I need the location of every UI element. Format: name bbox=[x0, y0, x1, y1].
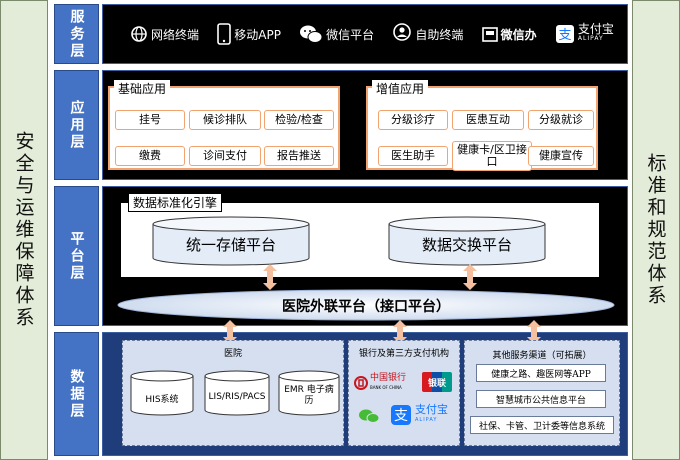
layer-label-platform: 平台层 bbox=[54, 186, 99, 326]
lis-ris-pacs-label: LIS/RIS/PACS bbox=[208, 392, 266, 402]
app-item-tiered-care[interactable]: 分级诊疗 bbox=[378, 110, 448, 130]
hospital-title: 医院 bbox=[223, 349, 242, 359]
double-arrow-icon bbox=[527, 320, 541, 344]
other-channel-app: 健康之路、趣医网等APP bbox=[476, 364, 606, 382]
app-item-register[interactable]: 挂号 bbox=[115, 110, 185, 130]
service-item-network[interactable]: 网络终端 bbox=[130, 25, 199, 43]
app-item-doctor-patient[interactable]: 医患互动 bbox=[452, 110, 524, 130]
service-item-wechat[interactable]: 微信平台 bbox=[299, 24, 374, 44]
double-arrow-icon bbox=[263, 264, 277, 290]
lis-cylinder bbox=[204, 370, 270, 416]
unionpay-logo: 银联 bbox=[422, 372, 452, 392]
bank-box bbox=[348, 340, 460, 446]
boc-logo: 中国银行 BANK OF CHINA bbox=[354, 374, 406, 392]
double-arrow-icon bbox=[463, 264, 477, 290]
phone-icon bbox=[217, 23, 232, 45]
service-item-kiosk[interactable]: 自助终端 bbox=[392, 23, 463, 45]
other-channel-social: 社保、卡管、卫计委等信息系统 bbox=[470, 416, 614, 434]
left-side-panel: 安全与运维保障体系 bbox=[0, 0, 48, 460]
app-item-doctor-assistant[interactable]: 医生助手 bbox=[378, 146, 448, 166]
app-item-health-promo[interactable]: 健康宣传 bbox=[528, 146, 594, 166]
govt-icon bbox=[481, 27, 498, 42]
service-item-gov[interactable]: 微信办 bbox=[481, 25, 537, 43]
service-item-app[interactable]: 移动APP bbox=[217, 23, 281, 45]
engine-title: 数据标准化引擎 bbox=[128, 193, 223, 212]
app-item-tiered-visit[interactable]: 分级就诊 bbox=[528, 110, 594, 130]
his-cylinder bbox=[130, 370, 194, 416]
alipay-icon: 支 bbox=[555, 25, 574, 43]
storage-cylinder bbox=[152, 216, 310, 266]
double-arrow-icon bbox=[223, 320, 237, 344]
globe-icon bbox=[131, 26, 147, 42]
value-apps-title: 增值应用 bbox=[372, 80, 429, 97]
layer-label-data: 数据层 bbox=[54, 332, 99, 456]
interface-platform-label: 医院外联平台（接口平台） bbox=[282, 299, 450, 315]
exchange-cylinder bbox=[388, 216, 546, 266]
right-side-panel: 标准和规范体系 bbox=[632, 0, 680, 460]
alipay-icon: 支 bbox=[391, 405, 411, 425]
app-item-inspection[interactable]: 检验/检查 bbox=[264, 110, 334, 130]
storage-platform-label: 统一存储平台 bbox=[185, 236, 276, 254]
layer-label-application: 应用层 bbox=[54, 70, 99, 180]
app-item-queue[interactable]: 候诊排队 bbox=[189, 110, 261, 130]
svg-text:支: 支 bbox=[558, 28, 571, 43]
user-terminal-icon bbox=[393, 23, 412, 41]
double-arrow-icon bbox=[393, 320, 407, 344]
layer-label-service: 服务层 bbox=[54, 4, 99, 64]
other-channels-title: 其他服务渠道（可拓展） bbox=[492, 351, 592, 361]
service-items: 网络终端 移动APP 微信平台 自助终端 微信办 支 支付宝 ALIPAY bbox=[122, 12, 622, 56]
emr-cylinder bbox=[278, 370, 340, 416]
service-layer-band bbox=[102, 4, 628, 64]
security-ops-label: 安全与运维保障体系 bbox=[12, 131, 35, 329]
emr-label: EMR 电子病历 bbox=[284, 385, 334, 406]
wechat-icon bbox=[300, 25, 323, 43]
other-channel-smart-city: 智慧城市公共信息平台 bbox=[476, 390, 606, 408]
app-item-report-push[interactable]: 报告推送 bbox=[264, 146, 334, 166]
app-item-clinic-pay[interactable]: 诊间支付 bbox=[189, 146, 261, 166]
service-item-alipay[interactable]: 支 支付宝 ALIPAY bbox=[555, 23, 614, 44]
basic-apps-title: 基础应用 bbox=[114, 80, 171, 97]
app-item-health-card[interactable]: 健康卡/区卫接口 bbox=[452, 141, 532, 171]
bank-title: 银行及第三方支付机构 bbox=[358, 349, 449, 359]
boc-icon bbox=[354, 376, 368, 390]
exchange-platform-label: 数据交换平台 bbox=[421, 236, 512, 254]
standards-label: 标准和规范体系 bbox=[644, 153, 667, 307]
his-system-label: HIS系统 bbox=[145, 395, 179, 405]
app-item-payment[interactable]: 缴费 bbox=[115, 146, 185, 166]
svg-text:支: 支 bbox=[394, 408, 408, 424]
wechat-pay-icon bbox=[359, 409, 380, 423]
alipay-logo: 支 支付宝 ALIPAY bbox=[390, 404, 448, 426]
interface-ellipse bbox=[117, 289, 615, 321]
